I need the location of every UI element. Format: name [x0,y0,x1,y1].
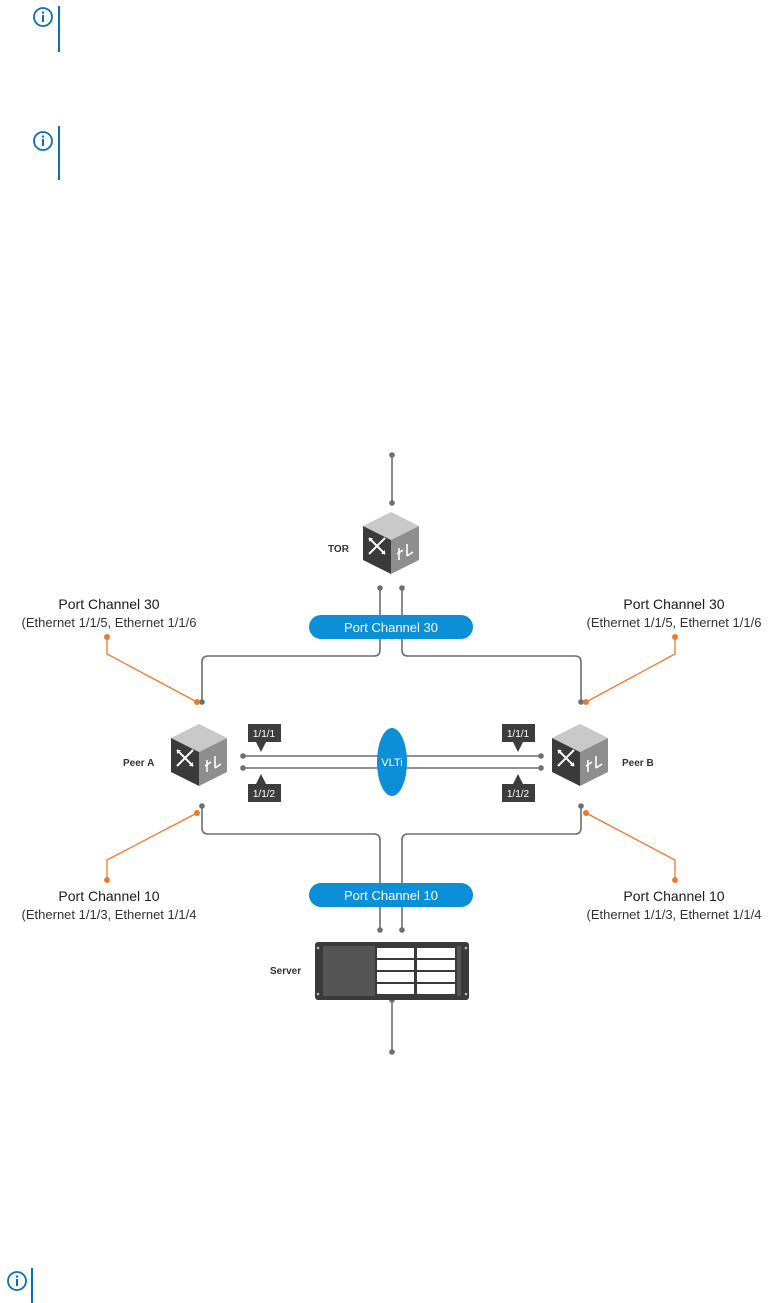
note-bar [58,126,60,180]
port-tag-b-bottom: 1/1/2 [502,774,535,802]
callout-top-right: Port Channel 30 (Ethernet 1/1/5, Etherne… [587,596,762,630]
callout-title: Port Channel 30 [58,596,159,612]
port-tag-a-top: 1/1/1 [248,724,281,752]
server-label: Server [270,966,301,977]
peer-b-label: Peer B [622,758,654,769]
port-tag-a-bottom: 1/1/2 [248,774,281,802]
note-3 [6,1268,46,1303]
connection-lines [201,455,582,1052]
port-channel-10-pill: Port Channel 10 [309,883,473,907]
callout-bottom-left: Port Channel 10 (Ethernet 1/1/3, Etherne… [22,888,197,922]
peer-a-label: Peer A [123,758,154,769]
callout-title: Port Channel 10 [58,888,159,904]
link-endpoints [199,452,584,1055]
pill-label: Port Channel 30 [344,620,438,635]
pill-label: Port Channel 10 [344,888,438,903]
peer-b-switch-icon [551,723,609,787]
port-label: 1/1/1 [253,729,276,740]
info-icon [7,1271,27,1291]
port-label: 1/1/2 [507,789,530,800]
tor-label: TOR [328,544,350,555]
peer-a-switch-icon [170,723,228,787]
port-tag-b-top: 1/1/1 [502,724,535,752]
port-label: 1/1/2 [253,789,276,800]
port-label: 1/1/1 [507,729,530,740]
callout-title: Port Channel 30 [623,596,724,612]
note-2 [32,126,72,180]
callout-leaders [104,634,678,883]
note-bar [58,6,60,52]
vlti-label: VLTi [381,757,402,769]
info-icon [33,131,53,151]
callout-subtitle: (Ethernet 1/1/3, Ethernet 1/1/4 [22,907,197,922]
callout-title: Port Channel 10 [623,888,724,904]
callout-subtitle: (Ethernet 1/1/5, Ethernet 1/1/6 [22,615,197,630]
note-bar [31,1268,33,1303]
server-icon [315,942,469,1000]
note-1 [32,6,72,54]
port-channel-30-pill: Port Channel 30 [309,615,473,639]
tor-switch-icon [362,511,420,575]
callout-subtitle: (Ethernet 1/1/5, Ethernet 1/1/6 [587,615,762,630]
info-icon [33,7,53,27]
callout-subtitle: (Ethernet 1/1/3, Ethernet 1/1/4 [587,907,762,922]
vlti-ellipse: VLTi [377,728,407,796]
callout-bottom-right: Port Channel 10 (Ethernet 1/1/3, Etherne… [587,888,762,922]
callout-top-left: Port Channel 30 (Ethernet 1/1/5, Etherne… [22,596,197,630]
